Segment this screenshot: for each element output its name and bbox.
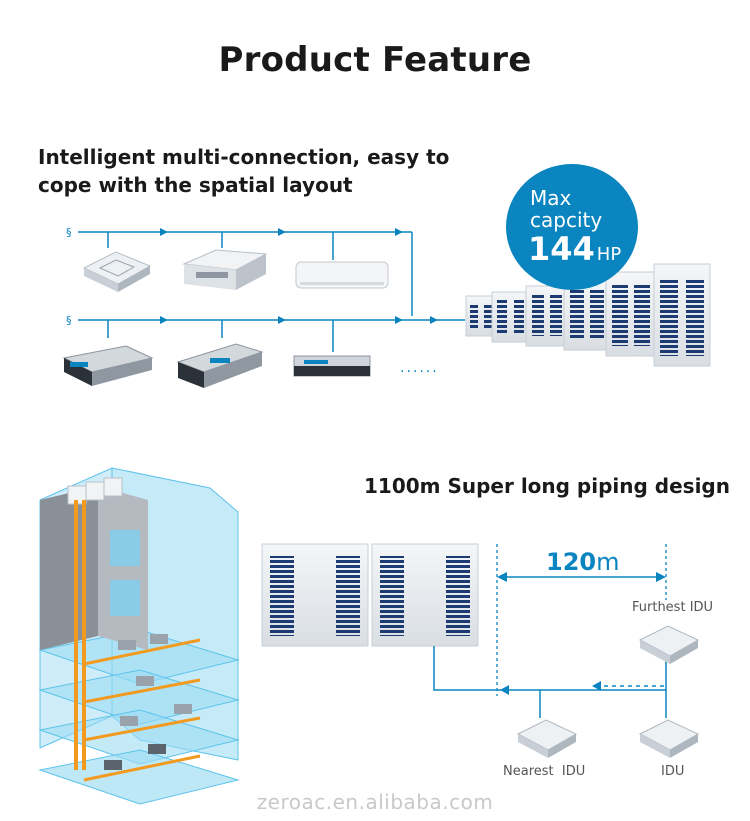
cassette-unit-icon (82, 251, 152, 292)
piping-heading: 1100m Super long piping design (364, 474, 730, 498)
furthest-idu-label: Furthest IDU (632, 600, 714, 615)
furthest-idu-icon (638, 625, 700, 664)
outdoor-unit-bank (465, 263, 711, 367)
ducted-unit-icon (62, 345, 154, 386)
capacity-label-line1: Max (530, 186, 572, 210)
nearest-idu-icon (516, 719, 578, 758)
capacity-label-line2: capcity (530, 208, 603, 232)
connection-pipes (78, 231, 465, 352)
capacity-unit: HP (596, 244, 622, 265)
more-units-ellipsis: ...... (400, 360, 439, 376)
distance-value: 120 (546, 548, 597, 576)
wall-split-unit-icon (295, 261, 389, 289)
nearest-idu-label: Nearest IDU (503, 764, 586, 779)
distance-unit: m (596, 548, 620, 576)
pipe-squiggle-icon: § (66, 314, 72, 327)
outdoor-unit-pair (261, 543, 479, 647)
multi-connection-heading: Intelligent multi-connection, easy to co… (38, 145, 450, 197)
ducted-unit-icon (176, 343, 264, 388)
refrigerant-pipes (433, 646, 667, 718)
idu-icon (638, 719, 700, 758)
capacity-number: 144 (528, 230, 595, 268)
page-title: Product Feature (218, 40, 532, 80)
flow-arrows (160, 228, 438, 324)
watermark: zeroac.en.alibaba.com (256, 790, 494, 814)
building-illustration (38, 467, 240, 805)
distance-dimension (496, 544, 667, 696)
pipe-squiggle-icon: § (66, 226, 72, 239)
ceiling-cassette-unit-icon (182, 249, 268, 290)
idu-label: IDU (661, 764, 685, 779)
ducted-unit-icon (293, 355, 371, 377)
distance-label: 120m (546, 548, 620, 576)
flow-arrows-left (500, 681, 601, 695)
